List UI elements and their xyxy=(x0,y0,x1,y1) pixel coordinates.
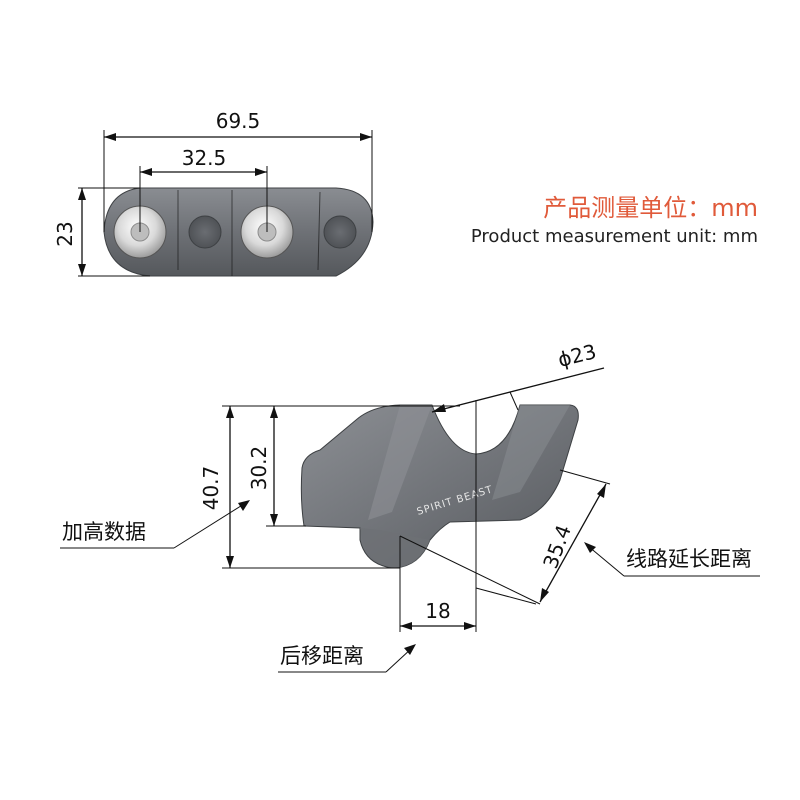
top-view: 69.5 32.5 23 xyxy=(53,109,374,277)
callout-setback: 后移距离 xyxy=(278,644,416,673)
unit-note-en: Product measurement unit: mm xyxy=(471,226,758,247)
dimension-width: 23 xyxy=(53,221,77,246)
callout-line-extension: 线路延长距离 xyxy=(584,542,760,577)
dimension-total-length: 69.5 xyxy=(216,109,261,133)
dimension-diameter: ϕ23 xyxy=(555,339,598,372)
dimension-height-30: 30.2 xyxy=(247,446,271,491)
callout-raise: 加高数据 xyxy=(60,500,250,549)
unit-note: 产品测量单位：mm Product measurement unit: mm xyxy=(471,194,758,247)
dimension-setback: 18 xyxy=(425,599,450,623)
label-setback: 后移距离 xyxy=(280,644,364,668)
dimension-total-height: 40.7 xyxy=(199,466,223,511)
top-view-part xyxy=(103,187,374,277)
dimension-hole-spacing: 32.5 xyxy=(182,146,227,170)
label-line-extension: 线路延长距离 xyxy=(626,547,752,571)
right-hole xyxy=(323,215,357,249)
label-raise: 加高数据 xyxy=(62,520,146,544)
unit-note-cn: 产品测量单位：mm xyxy=(543,194,758,222)
left-hole xyxy=(188,215,222,249)
side-view: SPIRIT BEAST 40.7 30.2 ϕ23 35.4 xyxy=(199,339,611,632)
